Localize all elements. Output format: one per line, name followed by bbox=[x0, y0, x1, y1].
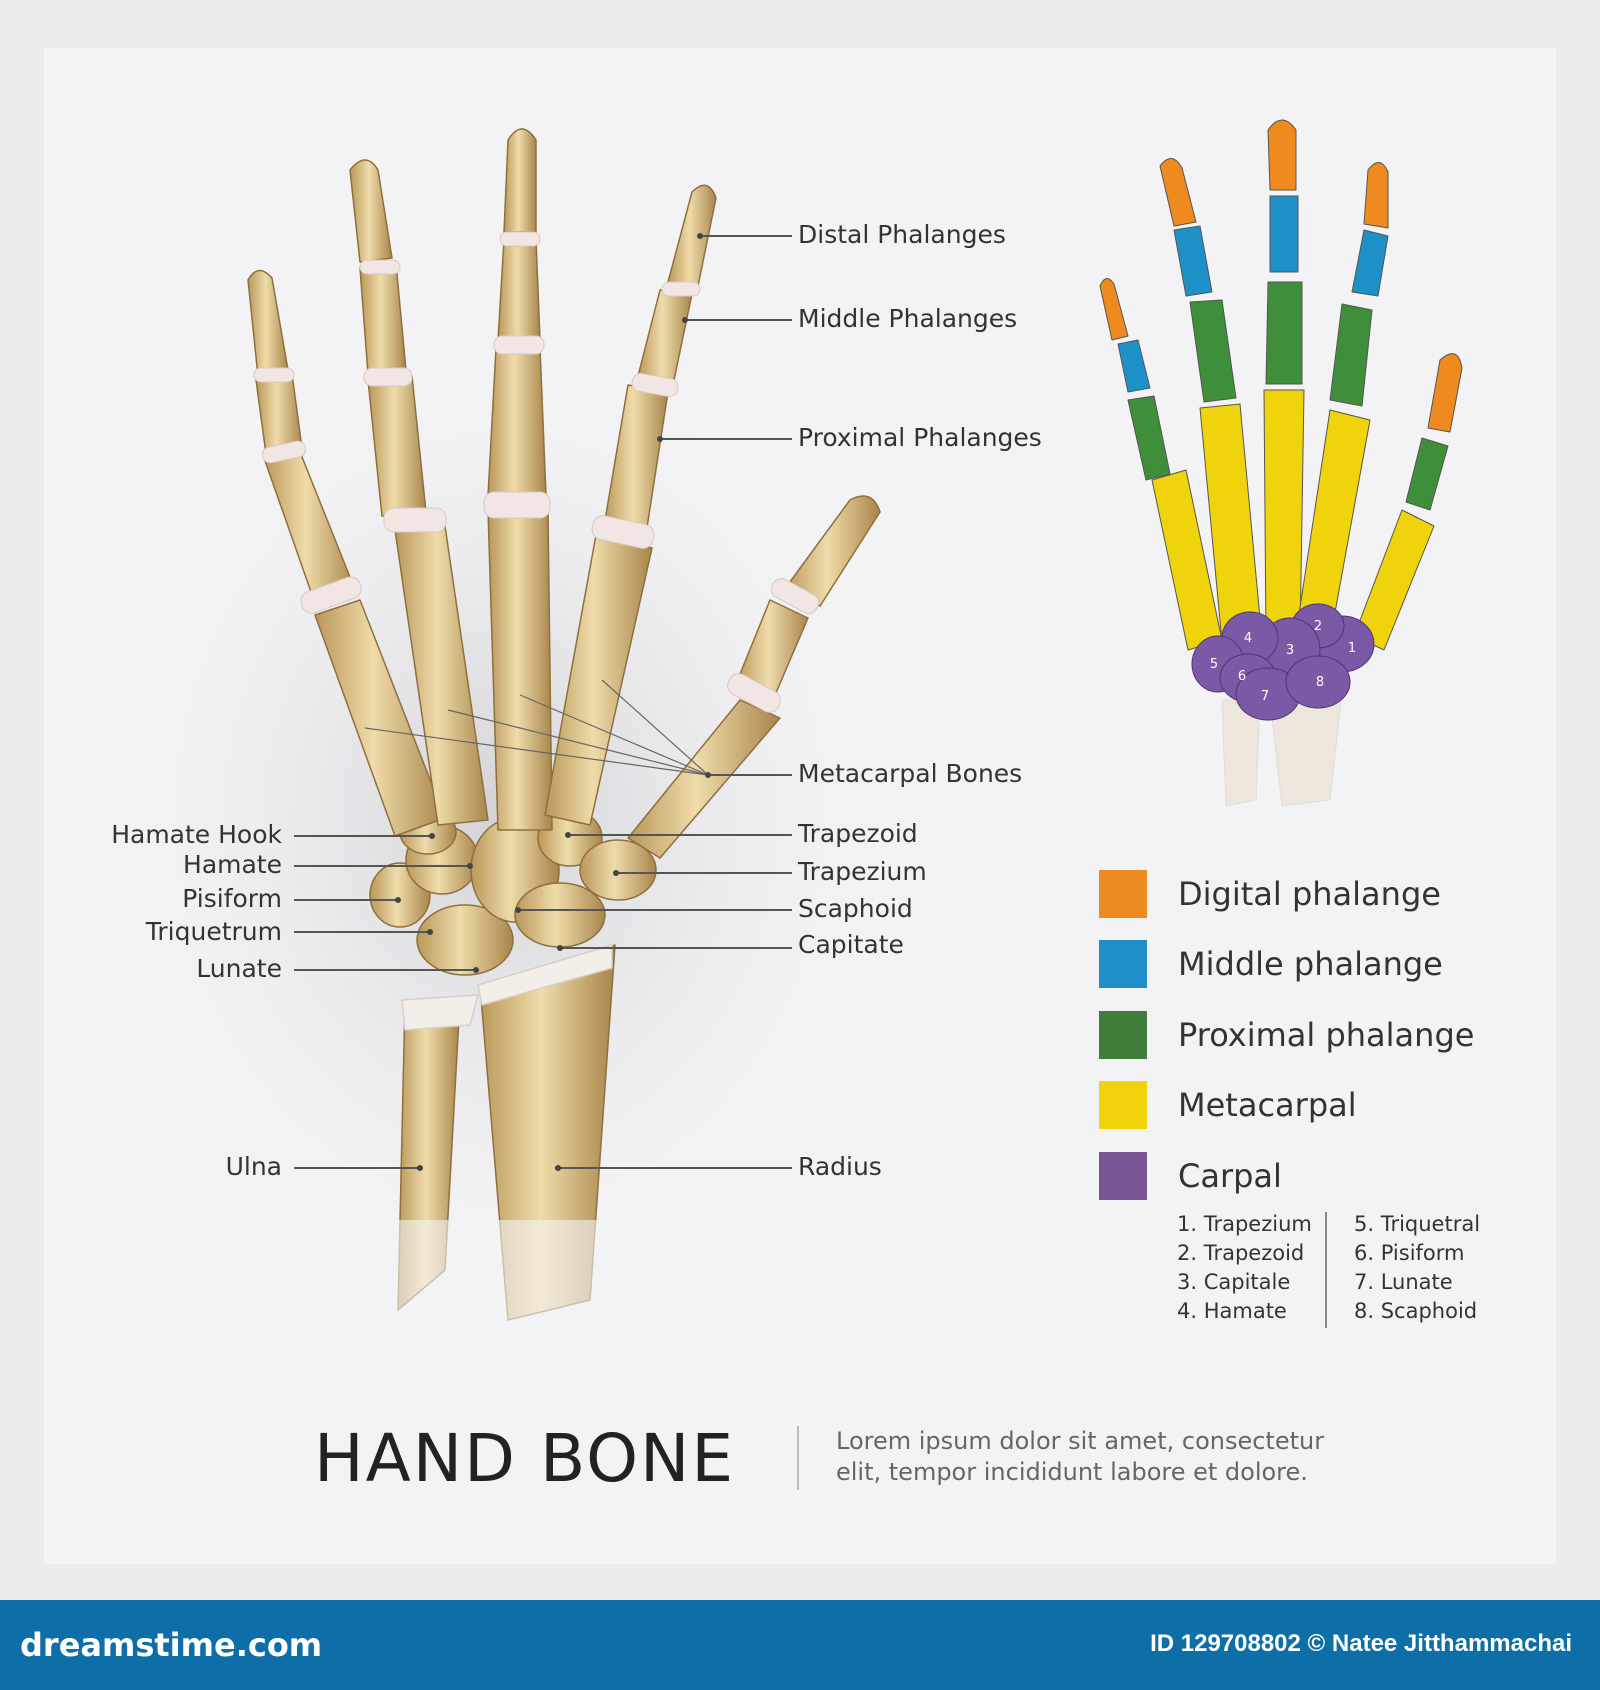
carpal-number-5: 5 bbox=[1210, 657, 1218, 672]
label-distal-phalanges: Distal Phalanges bbox=[798, 220, 1006, 249]
carpal-list-item: 6. Pisiform bbox=[1354, 1241, 1465, 1265]
label-middle-phalanges: Middle Phalanges bbox=[798, 304, 1018, 333]
label-hamate: Hamate bbox=[183, 850, 282, 879]
legend-swatch bbox=[1099, 1152, 1147, 1200]
carpal-list-item: 4. Hamate bbox=[1177, 1299, 1287, 1323]
legend-label: Proximal phalange bbox=[1178, 1016, 1475, 1054]
legend-label: Carpal bbox=[1178, 1157, 1282, 1195]
label-proximal-phalanges: Proximal Phalanges bbox=[798, 423, 1042, 452]
carpal-list-item: 1. Trapezium bbox=[1177, 1212, 1312, 1236]
carpal-list-item: 7. Lunate bbox=[1354, 1270, 1453, 1294]
legend-item-metacarpal: Metacarpal bbox=[1099, 1080, 1357, 1130]
carpal-number-4: 4 bbox=[1244, 631, 1252, 646]
label-scaphoid: Scaphoid bbox=[798, 894, 913, 923]
carpal-list-item: 2. Trapezoid bbox=[1177, 1241, 1305, 1265]
legend-label: Middle phalange bbox=[1178, 945, 1443, 983]
label-trapezium: Trapezium bbox=[798, 857, 927, 886]
legend-item-proximal: Proximal phalange bbox=[1099, 1010, 1474, 1060]
legend-item-digital: Digital phalange bbox=[1099, 869, 1441, 919]
label-metacarpal-bones: Metacarpal Bones bbox=[798, 759, 1023, 788]
carpal-list-item: 3. Capitale bbox=[1177, 1270, 1291, 1294]
carpal-number-8: 8 bbox=[1316, 675, 1324, 690]
footer-logo[interactable]: dreamstime.com bbox=[20, 1626, 323, 1664]
carpal-list-right: 5. Triquetral 6. Pisiform 7. Lunate 8. S… bbox=[1354, 1210, 1480, 1326]
subtitle: Lorem ipsum dolor sit amet, consectetur … bbox=[836, 1427, 1325, 1486]
legend-swatch bbox=[1099, 870, 1147, 918]
label-triquetrum: Triquetrum bbox=[145, 917, 282, 946]
carpal-number-7: 7 bbox=[1261, 689, 1269, 704]
legend-item-carpal: Carpal bbox=[1099, 1151, 1282, 1201]
label-pisiform: Pisiform bbox=[182, 884, 282, 913]
footer-credit: ID 129708802 © Natee Jitthammachai bbox=[1150, 1630, 1572, 1657]
carpal-number-2: 2 bbox=[1314, 619, 1322, 634]
label-hamate-hook: Hamate Hook bbox=[111, 820, 282, 849]
title-divider bbox=[797, 1426, 799, 1490]
footer-bar: dreamstime.com ID 129708802 © Natee Jitt… bbox=[0, 1600, 1600, 1690]
carpal-list-item: 8. Scaphoid bbox=[1354, 1299, 1478, 1323]
carpal-list-item: 5. Triquetral bbox=[1354, 1212, 1481, 1236]
label-trapezoid: Trapezoid bbox=[798, 819, 918, 848]
carpal-list-divider bbox=[1325, 1212, 1327, 1328]
legend-item-middle: Middle phalange bbox=[1099, 939, 1443, 989]
label-lunate: Lunate bbox=[196, 954, 282, 983]
carpal-list-left: 1. Trapezium 2. Trapezoid 3. Capitale 4.… bbox=[1177, 1210, 1312, 1326]
carpal-number-3: 3 bbox=[1286, 643, 1294, 658]
legend-swatch bbox=[1099, 1011, 1147, 1059]
page-title: HAND BONE bbox=[314, 1420, 736, 1497]
legend-swatch bbox=[1099, 940, 1147, 988]
label-radius: Radius bbox=[798, 1152, 882, 1181]
legend-swatch bbox=[1099, 1081, 1147, 1129]
carpal-number-1: 1 bbox=[1348, 641, 1356, 656]
carpal-number-6: 6 bbox=[1238, 669, 1246, 684]
label-capitate: Capitate bbox=[798, 930, 904, 959]
legend-label: Metacarpal bbox=[1178, 1086, 1357, 1124]
label-ulna: Ulna bbox=[225, 1152, 282, 1181]
legend-label: Digital phalange bbox=[1178, 875, 1441, 913]
